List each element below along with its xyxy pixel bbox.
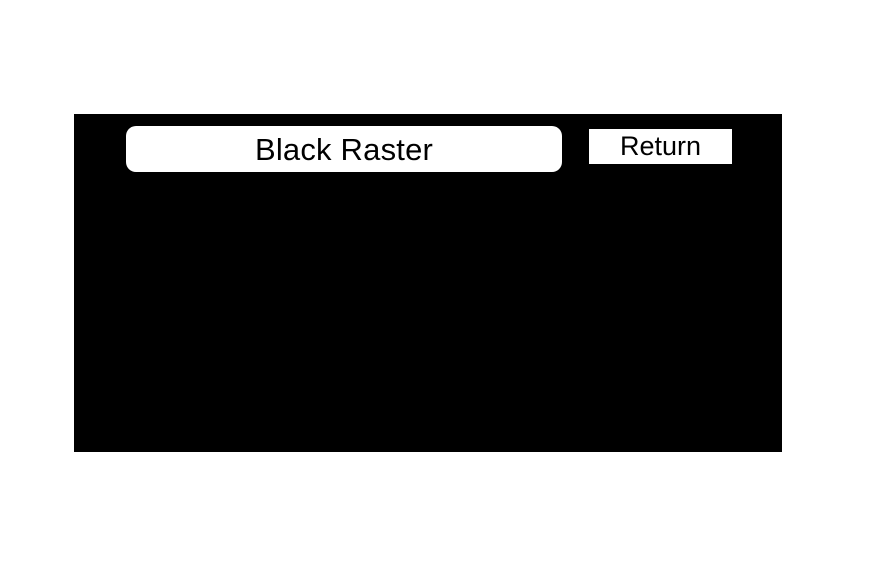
return-button-label: Return	[619, 131, 702, 161]
screen-title: Black Raster	[254, 131, 434, 167]
screen-title-bar: Black Raster	[126, 126, 562, 172]
return-button[interactable]: Return	[589, 129, 732, 164]
black-raster-display: Black Raster Return	[74, 114, 782, 452]
